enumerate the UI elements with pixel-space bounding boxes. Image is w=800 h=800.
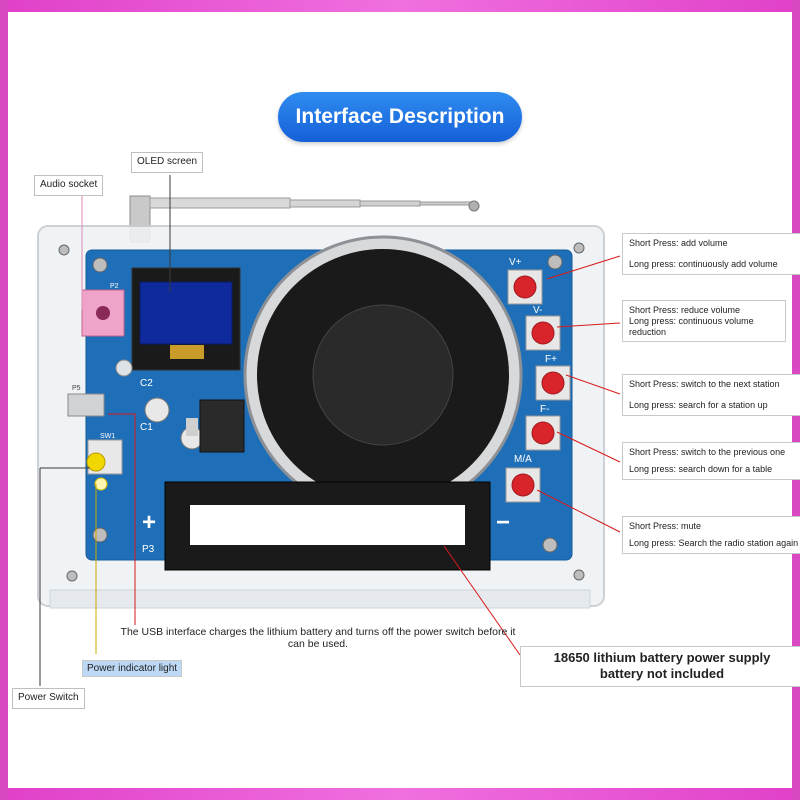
- callout-short: Short Press: mute: [629, 521, 702, 531]
- callout-long: Long press: Search the radio station aga…: [629, 537, 799, 548]
- callout-volume-down: Short Press: reduce volume Long press: c…: [622, 300, 786, 343]
- power-switch-label: Power Switch: [12, 688, 85, 709]
- callout-short: Short Press: reduce volume: [629, 305, 741, 315]
- callout-previous-station: Short Press: switch to the previous one …: [622, 442, 800, 480]
- battery-note-line-1: 18650 lithium battery power supply: [553, 650, 771, 665]
- audio-socket-label: Audio socket: [34, 175, 104, 196]
- callout-volume-up: Short Press: add volume Long press: cont…: [622, 233, 800, 275]
- callout-long: Long press: continuously add volume: [629, 258, 778, 269]
- battery-note-line-2: battery not included: [599, 666, 725, 682]
- control-buttons: [505, 269, 571, 503]
- power-led: [94, 477, 108, 491]
- battery-note: 18650 lithium battery power supply batte…: [520, 646, 800, 687]
- vplus-label: V+: [509, 257, 522, 268]
- p2-label: P2: [110, 283, 119, 290]
- frame-left-border: [0, 0, 8, 800]
- fplus-label: F+: [545, 354, 557, 365]
- callout-next-station: Short Press: switch to the next station …: [622, 374, 800, 416]
- fminus-label: F-: [540, 404, 549, 415]
- page-title: Interface Description: [278, 92, 522, 142]
- callout-long: Long press: search down for a table: [629, 463, 773, 474]
- callout-short: Short Press: switch to the previous one: [629, 447, 786, 457]
- oled-screen-label: OLED screen: [131, 152, 204, 173]
- callout-long: Long press: search for a station up: [629, 399, 768, 410]
- frame-bottom-border: [0, 788, 800, 800]
- audio-jack-hole: [96, 306, 110, 320]
- callout-mute: Short Press: mute Long press: Search the…: [622, 516, 800, 554]
- usb-charging-note: The USB interface charges the lithium ba…: [120, 626, 516, 650]
- p3-label: P3: [142, 544, 155, 555]
- c1-label: C1: [140, 422, 153, 433]
- power-indicator-label: Power indicator light: [82, 660, 183, 677]
- callout-short: Short Press: add volume: [629, 238, 728, 248]
- callout-long: Long press: continuous volume reduction: [629, 315, 754, 337]
- callout-short: Short Press: switch to the next station: [629, 379, 780, 389]
- battery-minus-label: −: [496, 509, 510, 536]
- frame-top-border: [0, 0, 800, 12]
- ma-label: M/A: [514, 454, 532, 465]
- c2-label: C2: [140, 378, 153, 389]
- speaker: [243, 235, 523, 515]
- usb-port: [67, 393, 105, 417]
- sw1-label: SW1: [100, 433, 115, 440]
- callout-lines: [108, 255, 621, 656]
- vminus-label: V-: [533, 305, 542, 316]
- p5-label: P5: [72, 385, 81, 392]
- oled-screen: [131, 267, 241, 371]
- battery-plus-label: +: [142, 509, 156, 536]
